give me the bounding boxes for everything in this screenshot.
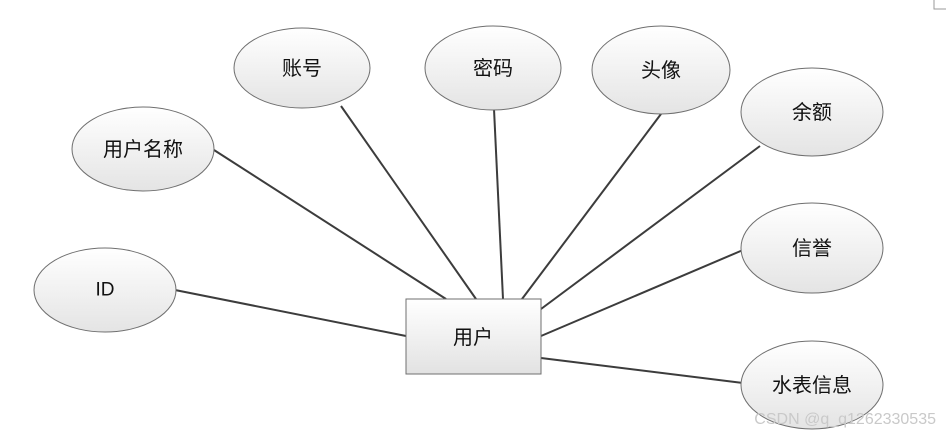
corner-mark [933, 0, 946, 10]
entity-user-label: 用户 [453, 325, 493, 349]
connector-account [340, 105, 477, 300]
attr-avatar-shape [591, 25, 731, 115]
watermark: CSDN @q_q1262330535 [754, 411, 936, 428]
attr-water-meter-shape [740, 340, 884, 430]
attr-id-label: ID [96, 280, 115, 301]
attr-account: 账号 [233, 27, 371, 109]
attr-password-shape [424, 25, 562, 111]
connector-water-meter [540, 357, 744, 384]
connectors [174, 105, 761, 384]
connector-password [493, 108, 504, 300]
connector-avatar [521, 113, 662, 300]
attr-water-meter-label: 水表信息 [772, 373, 852, 397]
attr-balance-label: 余额 [792, 100, 832, 124]
attr-water-meter: 水表信息 [740, 340, 884, 430]
attr-balance: 余额 [740, 67, 884, 157]
connector-credit [540, 249, 744, 337]
connector-balance [540, 145, 761, 310]
attr-balance-shape [740, 67, 884, 157]
attr-credit-shape [740, 202, 884, 294]
attr-id-shape [33, 247, 177, 333]
attr-password-label: 密码 [473, 56, 513, 80]
attr-username-shape [71, 106, 215, 192]
attr-avatar-label: 头像 [641, 58, 681, 82]
attr-username-label: 用户名称 [103, 137, 183, 161]
attr-account-shape [233, 27, 371, 109]
attr-credit-label: 信誉 [792, 236, 832, 260]
attr-avatar: 头像 [591, 25, 731, 115]
attr-credit: 信誉 [740, 202, 884, 294]
attr-password: 密码 [424, 25, 562, 111]
attr-username: 用户名称 [71, 106, 215, 192]
entity-user-box [405, 298, 542, 375]
entity-user: 用户 [405, 298, 542, 375]
connector-username [213, 149, 447, 300]
connector-id [174, 289, 407, 337]
attr-id: ID [33, 247, 177, 333]
attr-account-label: 账号 [282, 56, 322, 80]
